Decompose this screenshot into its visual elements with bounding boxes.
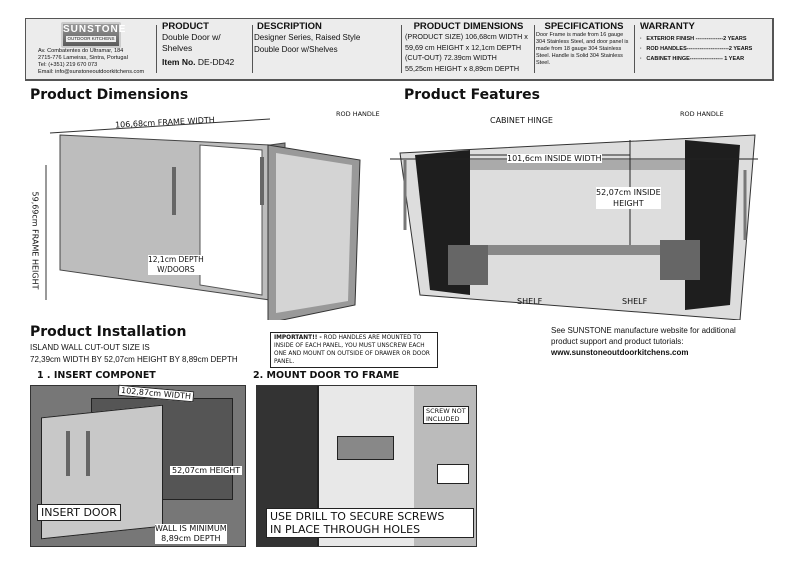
phone: Tel: (+351) 219 670 073 — [38, 62, 98, 68]
description-line: Designer Series, Raised Style — [254, 33, 361, 42]
description-col: DESCRIPTION Designer Series, Raised Styl… — [254, 21, 360, 55]
product-illustrations — [45, 118, 758, 320]
installation-title: Product Installation — [30, 324, 187, 340]
warranty-item: · CABINET HINGE------------------ 1 YEAR — [640, 56, 745, 62]
address-line: 2715-776 Lameiras, Sintra, Portugal — [38, 55, 128, 61]
item-number: DE-DD42 — [197, 57, 235, 67]
important-text: ROD HANDLES ARE MOUNTED TO INSIDE OF EAC… — [274, 335, 430, 365]
email: Email: info@sunstoneoutdoorkitchens.com — [38, 69, 145, 75]
wall-line: WALL IS MINIMUM — [155, 524, 227, 533]
cabinet-hinge-label: CABINET HINGE — [490, 116, 553, 125]
cabinet-frame-drawing — [390, 134, 758, 320]
inside-height-line: 52,07cm INSIDE — [596, 188, 661, 197]
shelf-label-left: SHELF — [517, 297, 543, 306]
insert-door-caption: INSERT DOOR — [37, 504, 121, 521]
specifications-heading: SPECIFICATIONS — [544, 21, 624, 32]
warranty-col: WARRANTY · EXTERIOR FINISH -------------… — [640, 21, 752, 64]
screw-line: INCLUDED — [426, 415, 460, 423]
shelf-label-right: SHELF — [622, 297, 648, 306]
screw-line: SCREW NOT — [426, 407, 466, 415]
important-label: IMPORTANT!! - — [274, 335, 322, 341]
depth-line: 12,1cm DEPTH — [148, 255, 204, 264]
dimension-line: 55,25cm HEIGHT x 8,89cm DEPTH — [405, 63, 520, 73]
logo-sub: OUTDOOR KITCHENS — [66, 36, 116, 42]
cutout-size-text: ISLAND WALL CUT-OUT SIZE IS 72,39cm WIDTH… — [30, 342, 238, 366]
support-text: See SUNSTONE manufacture website for add… — [551, 325, 736, 358]
dimension-line: (CUT-OUT) 72.39cm WIDTH — [405, 53, 497, 62]
website-link[interactable]: www.sunstoneoutdoorkitchens.com — [551, 348, 689, 357]
features-title: Product Features — [404, 87, 540, 103]
product-name: Double Door w/ Shelves — [162, 32, 221, 53]
dimension-line: 59,69 cm HEIGHT x 12,1cm DEPTH — [405, 42, 522, 52]
dimensions-title: Product Dimensions — [30, 87, 189, 103]
specifications-text: Door Frame is made from 16 gauge 304 Sta… — [536, 32, 629, 66]
divider — [252, 25, 253, 73]
important-note: IMPORTANT!! - ROD HANDLES ARE MOUNTED TO… — [270, 332, 438, 368]
rod-handle-label-left: ROD HANDLE — [336, 110, 380, 118]
cutout-line: ISLAND WALL CUT-OUT SIZE IS — [30, 343, 150, 352]
description-line: Double Door w/Shelves — [254, 45, 338, 54]
divider — [634, 25, 635, 73]
inside-height-line: HEIGHT — [613, 199, 644, 208]
rod-handle-label-right: ROD HANDLE — [680, 110, 724, 118]
double-door-drawing — [45, 118, 361, 320]
step2-title: 2. MOUNT DOOR TO FRAME — [253, 370, 400, 381]
cutout-line: 72,39cm WIDTH BY 52,07cm HEIGHT BY 8,89c… — [30, 355, 238, 364]
address-line: Av. Combatentes do Ultramar, 184 — [38, 48, 124, 54]
drill-line: USE DRILL TO SECURE SCREWS — [270, 510, 445, 523]
depth-line: W/DOORS — [157, 265, 195, 274]
divider — [401, 25, 402, 73]
dimension-line: (PRODUCT SIZE) 106,68cm WIDTH x — [405, 32, 528, 41]
support-line: product support and product tutorials: — [551, 337, 684, 346]
step1-title: 1 . INSERT COMPONET — [37, 370, 156, 381]
specifications-col: SPECIFICATIONS Door Frame is made from 1… — [536, 21, 632, 67]
logo-brand: SUNSTONE — [63, 24, 127, 35]
wall-line: 8,89cm DEPTH — [161, 534, 221, 543]
divider — [156, 25, 157, 73]
product-col: PRODUCT Double Door w/ Shelves Item No. … — [162, 21, 250, 68]
divider — [534, 25, 535, 73]
frame-height-label: 59,69cm FRAME HEIGHT — [30, 191, 40, 290]
warranty-item: · EXTERIOR FINISH ---------------2 YEARS — [640, 36, 747, 42]
item-label: Item No. — [162, 57, 196, 67]
warranty-heading: WARRANTY — [640, 21, 695, 32]
drill-line: IN PLACE THROUGH HOLES — [270, 523, 421, 536]
product-heading: PRODUCT — [162, 21, 209, 32]
step1-height-label: 52,07cm HEIGHT — [170, 466, 243, 475]
description-heading: DESCRIPTION — [257, 21, 322, 32]
inside-width-label: 101,6cm INSIDE WIDTH — [507, 154, 602, 163]
dimensions-heading: PRODUCT DIMENSIONS — [413, 21, 524, 32]
inside-height-label: 52,07cm INSIDE HEIGHT — [596, 187, 661, 209]
warranty-item: · ROD HANDLES-----------------------2 YE… — [640, 46, 753, 52]
dimensions-col: PRODUCT DIMENSIONS (PRODUCT SIZE) 106,68… — [405, 21, 532, 74]
support-line: See SUNSTONE manufacture website for add… — [551, 326, 736, 335]
